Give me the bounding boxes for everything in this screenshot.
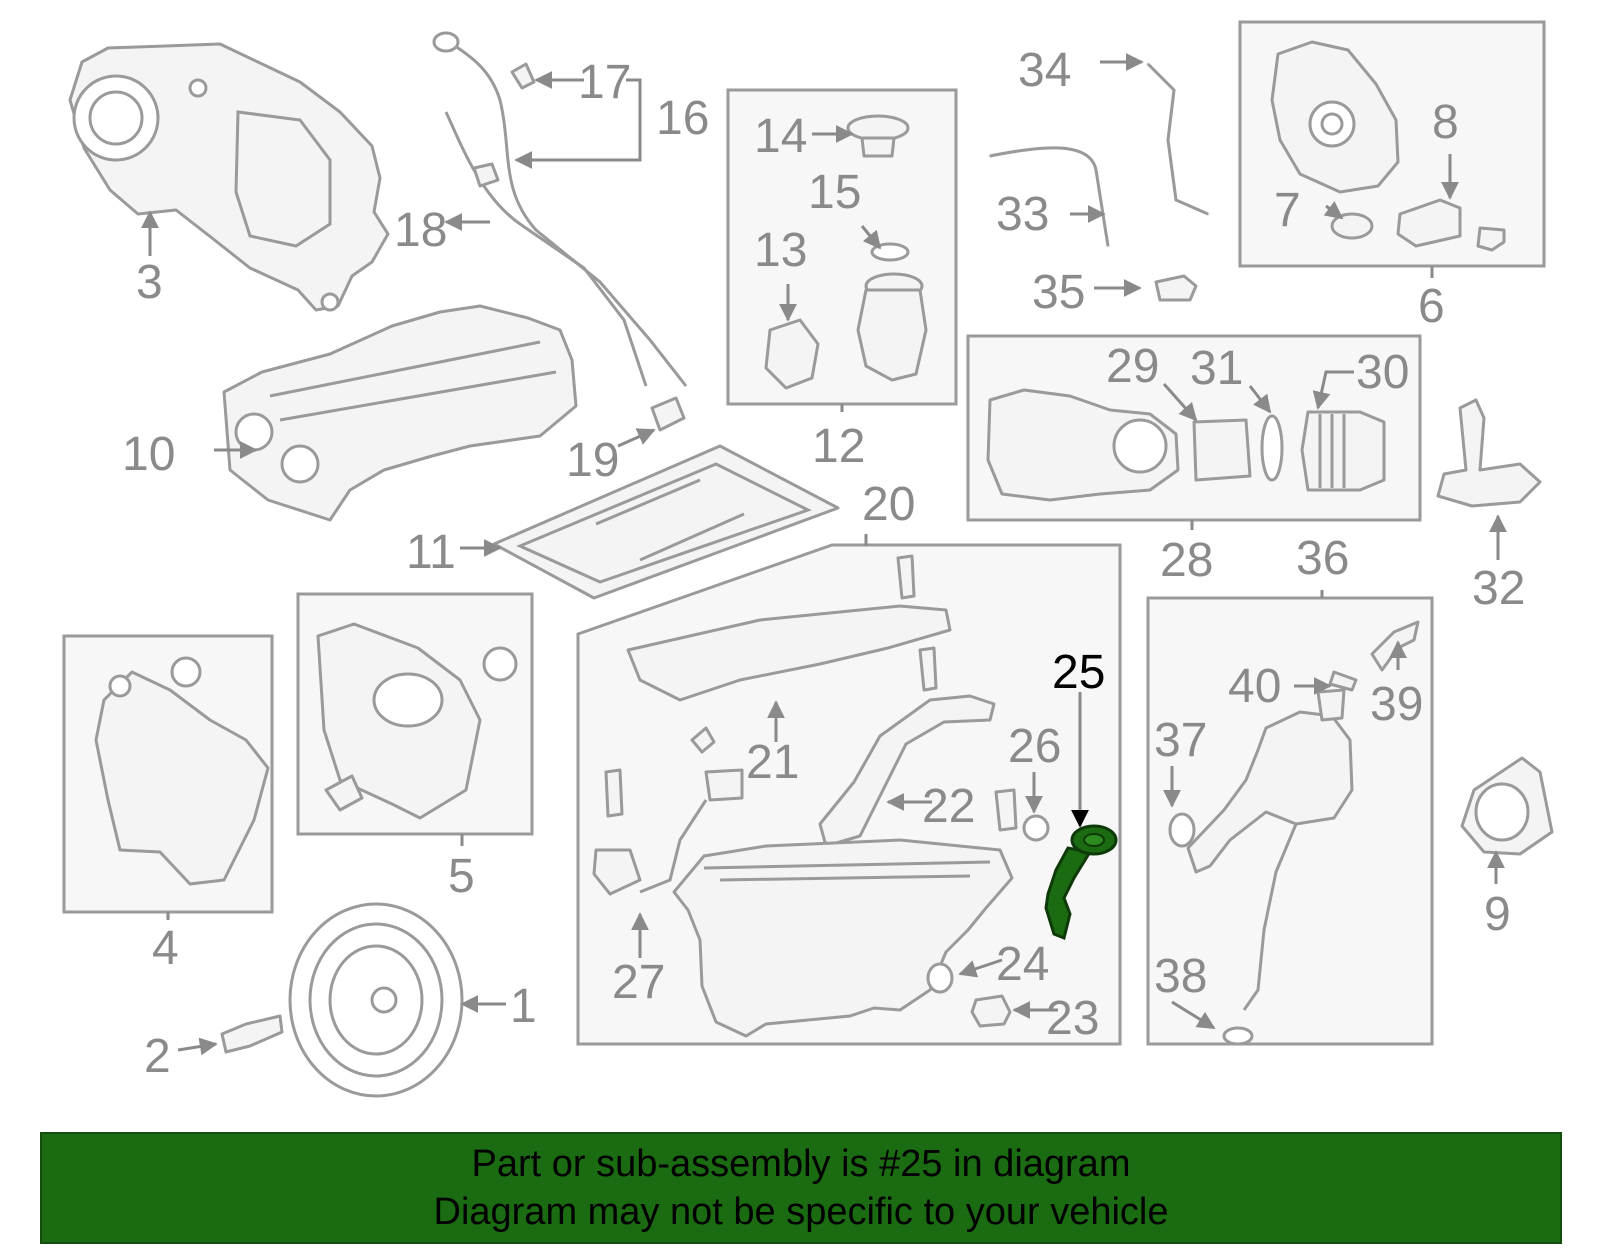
bolt-27-part xyxy=(604,768,624,818)
callout-labels: 1 2 3 4 5 6 7 8 9 10 11 12 13 14 15 16 1… xyxy=(122,44,1525,1083)
o-ring-38-part xyxy=(1222,1026,1254,1046)
callout-5: 5 xyxy=(448,850,475,903)
callout-29: 29 xyxy=(1106,340,1159,393)
callout-32: 32 xyxy=(1472,562,1525,615)
oil-level-sensor-tube-highlighted xyxy=(1044,824,1118,941)
callout-24: 24 xyxy=(996,938,1049,991)
timing-cover-part xyxy=(68,42,390,312)
cylinder-head-part xyxy=(222,304,578,522)
bracket-32-part xyxy=(1436,398,1542,508)
sensor-27-part xyxy=(592,726,744,896)
dipstick-part xyxy=(432,31,688,387)
oil-pan-part xyxy=(672,838,1014,1038)
leader-lines xyxy=(141,53,1507,1056)
tube-seal-part xyxy=(650,396,686,432)
washer-24-part xyxy=(926,962,954,994)
pickup-tube-part xyxy=(818,694,996,848)
o-ring-31-part xyxy=(1260,414,1284,482)
callout-19: 19 xyxy=(566,434,619,487)
washer-26-part xyxy=(1022,814,1050,842)
callout-1: 1 xyxy=(510,980,537,1033)
callout-33: 33 xyxy=(996,188,1049,241)
callout-9: 9 xyxy=(1484,888,1511,941)
callout-18: 18 xyxy=(394,204,447,257)
callout-25: 25 xyxy=(1052,646,1105,699)
callout-28: 28 xyxy=(1160,534,1213,587)
filler-cap-part xyxy=(846,114,910,158)
bolt-21-part xyxy=(896,554,916,600)
cover-5-part xyxy=(316,622,518,820)
callout-10: 10 xyxy=(122,428,175,481)
sensor-35-part xyxy=(1154,274,1198,302)
callout-34: 34 xyxy=(1018,44,1071,97)
thermostat-housing-part xyxy=(1270,40,1400,194)
bolt-20-part xyxy=(918,646,938,692)
callout-38: 38 xyxy=(1154,950,1207,1003)
callout-35: 35 xyxy=(1032,266,1085,319)
filter-cap-part xyxy=(1300,410,1386,492)
callout-15: 15 xyxy=(808,166,861,219)
drain-plug-part xyxy=(970,994,1012,1028)
windage-tray-part xyxy=(626,604,952,702)
callout-21: 21 xyxy=(746,736,799,789)
callout-40: 40 xyxy=(1228,660,1281,713)
filter-element-part xyxy=(1192,418,1252,482)
callout-8: 8 xyxy=(1432,96,1459,149)
o-ring-37-part xyxy=(1168,812,1196,848)
filler-tube-part xyxy=(856,272,928,382)
callout-12: 12 xyxy=(812,420,865,473)
callout-17: 17 xyxy=(578,56,631,109)
info-banner: Part or sub-assembly is #25 in diagram D… xyxy=(40,1132,1562,1244)
rear-seal-9-part xyxy=(1460,756,1554,856)
sensor-8-part xyxy=(1396,198,1462,248)
callout-39: 39 xyxy=(1370,678,1423,731)
bolt-6-part xyxy=(1476,226,1506,252)
oil-filter-housing-part xyxy=(986,388,1180,502)
mount-bracket-4-part xyxy=(94,656,270,886)
gasket-13-part xyxy=(764,318,820,390)
callout-4: 4 xyxy=(152,922,179,975)
callout-14: 14 xyxy=(754,110,807,163)
callout-13: 13 xyxy=(754,224,807,277)
callout-16: 16 xyxy=(656,92,709,145)
crankshaft-pulley-part xyxy=(288,902,464,1098)
banner-line-disclaimer: Diagram may not be specific to your vehi… xyxy=(433,1191,1169,1233)
seal-7-part xyxy=(1330,212,1374,240)
callout-3: 3 xyxy=(136,256,163,309)
callout-26: 26 xyxy=(1008,720,1061,773)
oil-separator-part xyxy=(1186,688,1354,1011)
callout-31: 31 xyxy=(1190,342,1243,395)
callout-6: 6 xyxy=(1418,280,1445,333)
callout-20: 20 xyxy=(862,478,915,531)
bolt-26-part xyxy=(994,788,1018,832)
banner-line-part-number: Part or sub-assembly is #25 in diagram xyxy=(471,1143,1131,1185)
callout-2: 2 xyxy=(144,1030,171,1083)
valve-cover-gasket-part xyxy=(492,444,840,600)
callout-27: 27 xyxy=(612,956,665,1009)
callout-11: 11 xyxy=(406,526,456,579)
callout-37: 37 xyxy=(1154,714,1207,767)
callout-23: 23 xyxy=(1046,992,1099,1045)
callout-22: 22 xyxy=(922,780,975,833)
callout-30: 30 xyxy=(1356,346,1409,399)
bolt-2-part xyxy=(220,1014,284,1054)
hose-34-part xyxy=(1146,62,1210,216)
callout-36: 36 xyxy=(1296,532,1349,585)
callout-7: 7 xyxy=(1274,184,1301,237)
